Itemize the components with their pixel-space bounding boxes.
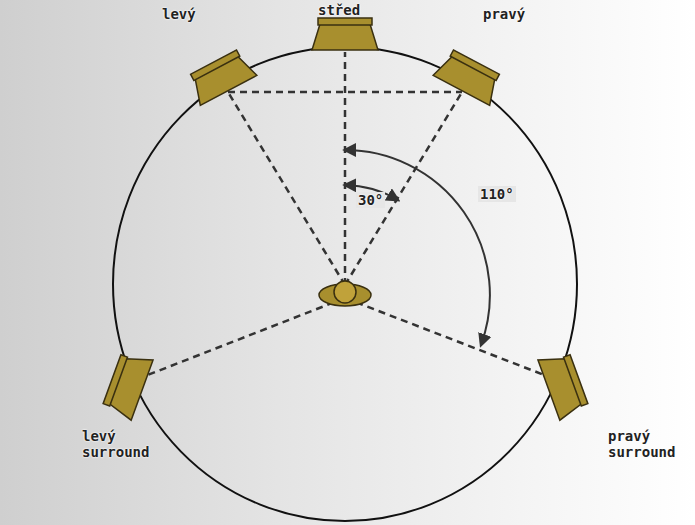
angle-arc (345, 150, 490, 345)
speaker-label: pravý (483, 6, 553, 22)
speaker-label: pravý surround (608, 428, 688, 460)
speaker-label: 110° (478, 186, 516, 202)
speaker-label: střed (318, 2, 388, 18)
listening-circle (113, 47, 577, 521)
speaker-label: 30° (356, 192, 385, 208)
speaker-label: levý surround (82, 428, 162, 460)
speaker (101, 18, 590, 420)
dashed-lines (140, 52, 552, 378)
listener (319, 281, 371, 306)
speaker-label: levý (162, 6, 222, 22)
